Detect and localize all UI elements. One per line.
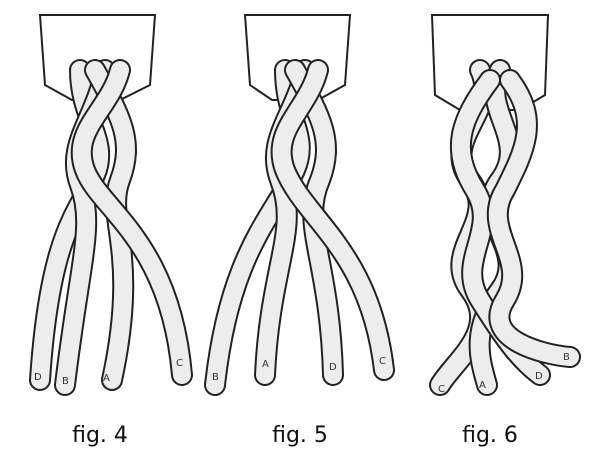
fig6-strand-b-body [488, 71, 579, 366]
fig6-label-d: D [535, 371, 543, 382]
fig5-strand-c-body [272, 61, 393, 379]
figure-4: D B A C [29, 14, 193, 396]
fig5-strands [204, 59, 395, 396]
fig6-label-c: C [438, 384, 445, 395]
fig6-strand-b [486, 69, 581, 368]
fig4-strand-a-body [86, 61, 135, 389]
fig4-strands [29, 59, 193, 396]
fig4-label-d: D [34, 372, 42, 383]
fig5-label-b: B [212, 372, 219, 383]
fig6-label-b: B [563, 352, 570, 363]
fig5-label-a: A [262, 359, 269, 370]
fig5-label-c: C [379, 356, 386, 367]
fig4-label-b: B [62, 376, 69, 387]
fig4-strand-c [70, 59, 193, 386]
figure-5: B A D C [204, 14, 395, 396]
fig4-strand-c-body [72, 61, 191, 384]
fig4-caption: fig. 4 [72, 423, 128, 448]
figure-6: C A D B [429, 14, 581, 396]
fig6-caption: fig. 6 [462, 423, 518, 448]
fig5-strand-d-body [286, 61, 342, 384]
fig6-label-a: A [479, 380, 486, 391]
fig4-strand-a [84, 59, 137, 391]
fig4-label-c: C [176, 358, 183, 369]
fig5-caption: fig. 5 [272, 423, 328, 448]
fig5-strand-c [270, 59, 395, 381]
fig4-label-a: A [103, 373, 110, 384]
fig5-strand-d [284, 59, 344, 386]
fig5-label-d: D [329, 362, 337, 373]
fig6-strands [429, 59, 581, 396]
